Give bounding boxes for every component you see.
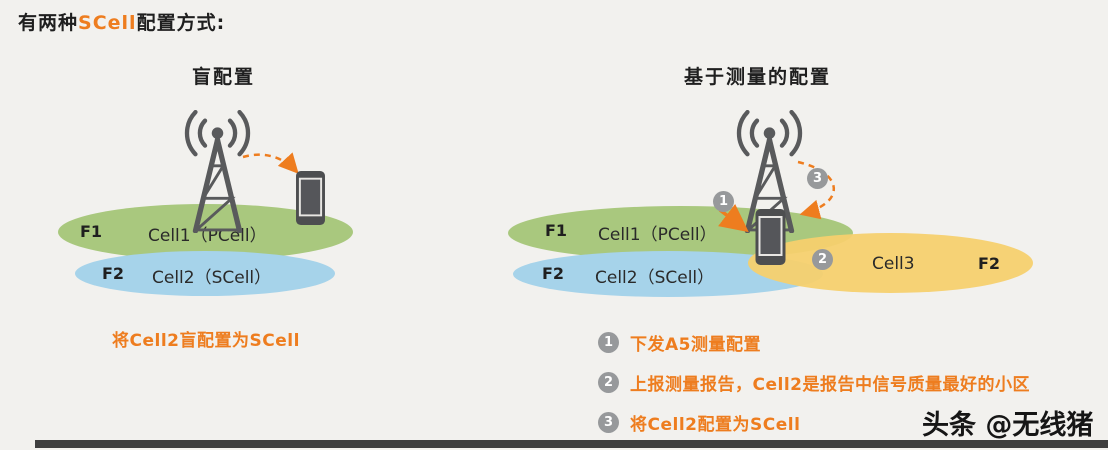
title-suffix: 配置方式: [136,12,226,34]
wave-arc [197,118,208,148]
left-f2-label: F2 [102,264,125,283]
wave-arc [227,118,238,148]
wave-arc [237,110,251,157]
step-item: 1 下发A5测量配置 [598,330,1030,355]
step-badge-1: 1 [713,191,734,212]
legend-text-1: 下发A5测量配置 [630,335,761,355]
blind-config-heading: 盲配置 [192,66,256,88]
tower-leg [766,137,795,233]
right-cell1-label: Cell1（PCell） [598,225,717,245]
right-f1-label: F1 [545,221,568,240]
step-badge-3: 3 [807,168,828,189]
step-item: 2 上报测量报告，Cell2是报告中信号质量最好的小区 [598,370,1030,395]
right-cell2-label: Cell2（SCell） [595,268,715,288]
wave-arc [184,110,198,157]
phone-icon [296,170,325,226]
title-highlight: SCell [78,12,137,34]
watermark: 头条 @无线猪 [922,410,1094,441]
step-item: 3 将Cell2配置为SCell [598,410,1030,435]
antenna-dot [763,127,776,139]
wave-arc [779,118,790,148]
tower-leg [192,137,221,233]
legend-badge-3: 3 [598,412,619,433]
wave-arc [789,110,803,157]
tower-leg [744,137,773,233]
right-cell3-label: Cell3 [872,254,915,274]
blind-config-caption: 将Cell2盲配置为SCell [112,331,300,351]
tower-leg [214,137,243,233]
page-title: 有两种SCell配置方式: [18,8,225,35]
legend-badge-1: 1 [598,332,619,353]
wave-arc [736,110,750,157]
tower-brace [744,164,793,232]
tower-brace [192,164,241,232]
right-f2-label: F2 [542,264,565,283]
antenna-dot [211,127,224,139]
title-prefix: 有两种 [18,12,79,34]
legend-text-3: 将Cell2配置为SCell [630,415,801,435]
phone-icon [755,209,786,265]
steps-legend: 1 下发A5测量配置 2 上报测量报告，Cell2是报告中信号质量最好的小区 3… [598,330,1030,450]
step-badge-2: 2 [812,249,833,270]
cell-tower-icon [184,110,251,233]
cell-tower-icon [736,110,803,233]
left-cell2-ellipse [75,251,335,296]
right-cell3-freq-label: F2 [978,254,1001,273]
legend-badge-2: 2 [598,372,619,393]
legend-text-2: 上报测量报告，Cell2是报告中信号质量最好的小区 [630,375,1030,395]
left-cell2-label: Cell2（SCell） [152,268,272,288]
wave-arc [749,118,760,148]
right-cell3-ellipse [748,233,1033,293]
left-f1-label: F1 [80,222,103,241]
bottom-bar [35,440,1108,448]
measurement-config-heading: 基于测量的配置 [684,66,832,88]
